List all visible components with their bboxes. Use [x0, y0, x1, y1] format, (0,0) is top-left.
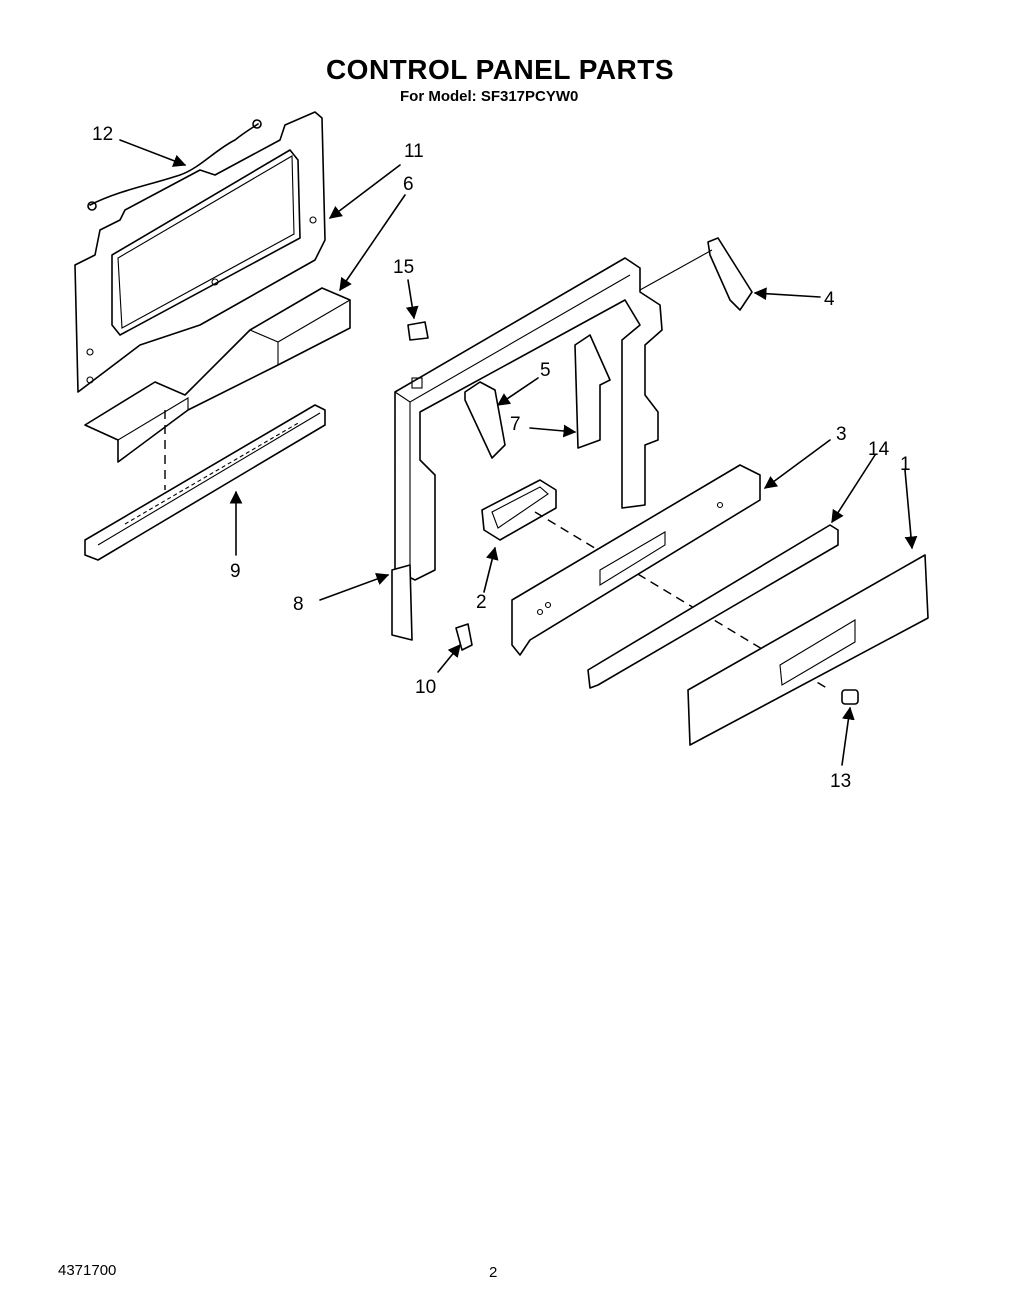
callout-11: 11 [404, 141, 424, 162]
callout-3: 3 [836, 424, 847, 445]
part-6-channel [84, 287, 351, 490]
part-9-vent-strip [84, 404, 326, 561]
page-title: CONTROL PANEL PARTS [325, 54, 675, 85]
callout-1: 1 [900, 454, 911, 475]
callout-10: 10 [415, 677, 436, 698]
callout-14: 14 [868, 439, 890, 460]
part-8-lower-leg [391, 564, 413, 641]
page-number: 2 [489, 1264, 498, 1281]
part-10-clip [455, 623, 473, 651]
part-15-clip [407, 321, 429, 341]
callout-8: 8 [293, 594, 304, 615]
callout-9: 9 [230, 561, 241, 582]
callout-7: 7 [510, 414, 521, 435]
callout-13: 13 [830, 771, 851, 792]
part-4-end-cap [639, 237, 753, 311]
part-3-control-panel [511, 464, 761, 656]
part-13-knob [841, 689, 859, 705]
part-11-back-plate [74, 111, 326, 393]
callout-6: 6 [403, 174, 414, 195]
callout-5: 5 [540, 360, 551, 381]
leader-lines [119, 139, 918, 766]
part-12-wire [87, 119, 262, 211]
callout-4: 4 [824, 289, 835, 310]
document-number: 4371700 [58, 1262, 117, 1279]
callout-15: 15 [393, 257, 414, 278]
part-1-front-panel [687, 554, 929, 746]
part-7-bracket [574, 334, 611, 449]
part-5-bracket [464, 381, 506, 459]
callout-2: 2 [476, 592, 487, 613]
callout-labels: 12 11 6 15 4 5 7 3 14 1 9 8 2 10 13 [92, 124, 911, 792]
main-frame [394, 257, 663, 581]
part-14-trim-strip [587, 524, 839, 689]
callout-12: 12 [92, 124, 113, 145]
model-subtitle: For Model: SF317PCYW0 [400, 88, 579, 105]
